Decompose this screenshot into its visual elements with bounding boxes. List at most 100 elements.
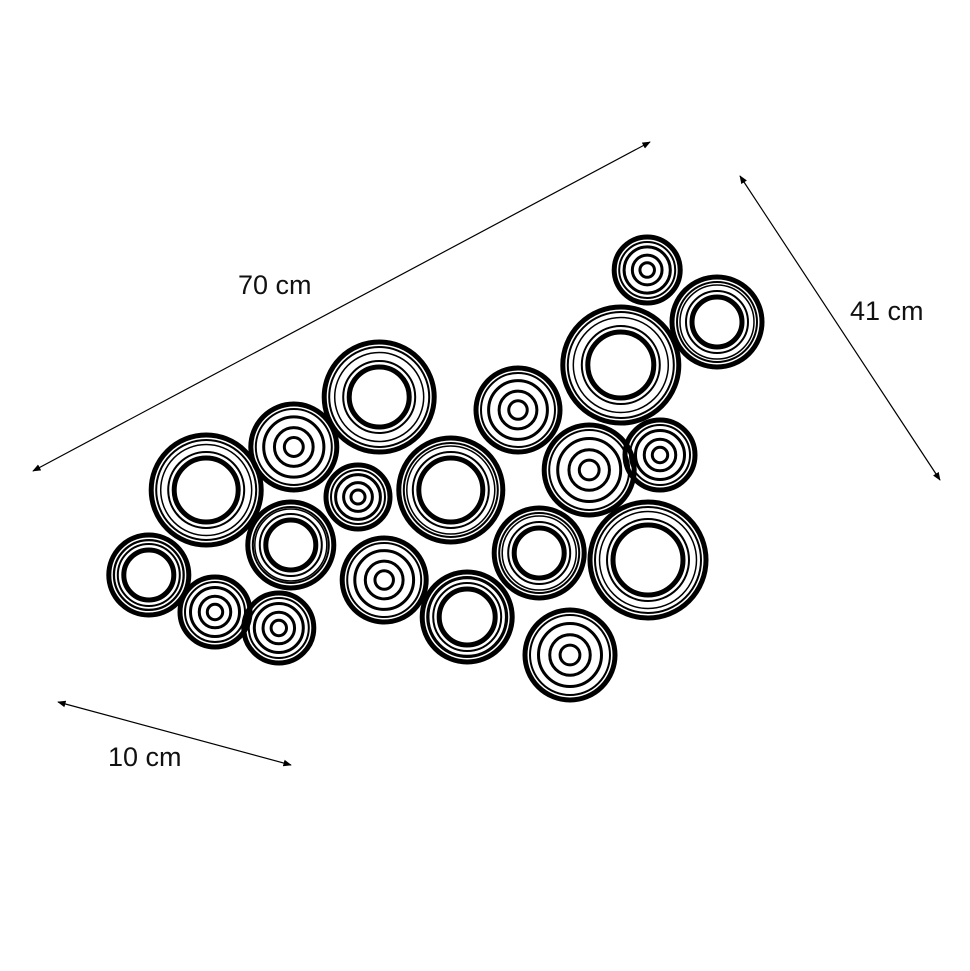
ring-stroke	[251, 506, 330, 584]
ring	[339, 535, 429, 625]
ring-stroke	[529, 614, 611, 696]
ring-stroke	[262, 415, 326, 479]
ring-stroke	[548, 633, 592, 677]
ring-stroke	[511, 525, 567, 581]
ring-stroke	[330, 469, 386, 525]
ring-stroke	[566, 311, 675, 419]
ring-stroke	[402, 442, 499, 538]
ring-stroke	[269, 618, 288, 638]
ring	[323, 462, 393, 532]
ring-stroke	[558, 643, 582, 667]
ring	[106, 532, 192, 618]
ring-stroke	[167, 451, 246, 529]
ring-stroke	[436, 586, 498, 648]
ring-stroke	[333, 351, 425, 443]
ring	[522, 607, 618, 703]
ring	[419, 569, 515, 665]
ring-stroke	[634, 429, 686, 481]
ring-stroke	[610, 522, 686, 598]
ring-stroke	[642, 437, 678, 473]
ring-stroke	[622, 417, 698, 493]
ring-stroke	[580, 325, 661, 405]
ring-stroke	[507, 521, 572, 585]
ring-stroke	[184, 581, 246, 643]
ring	[473, 365, 563, 455]
length-label: 70 cm	[238, 270, 312, 300]
ring-stroke	[342, 360, 417, 434]
ring-stroke	[432, 582, 503, 652]
ring-stroke	[594, 506, 702, 614]
height-label: 41 cm	[850, 296, 924, 326]
ring-stroke	[491, 505, 587, 601]
ring-stroke	[261, 610, 297, 646]
ring-stroke	[205, 602, 225, 622]
ring-stroke	[548, 429, 631, 511]
ring-stroke	[473, 365, 563, 455]
height-arrow	[739, 175, 941, 481]
ring	[587, 499, 709, 621]
ring-stroke	[171, 455, 241, 525]
ring-stroke	[689, 294, 745, 350]
ring-stroke	[254, 408, 333, 486]
ring-stroke	[328, 346, 431, 448]
ring-stroke	[507, 399, 529, 421]
ring-stroke	[618, 241, 677, 299]
ring-stroke	[349, 488, 367, 506]
ring-stroke	[630, 253, 664, 287]
ring-stroke	[416, 455, 486, 525]
ring-stroke	[587, 499, 709, 621]
ring-stroke	[189, 586, 241, 638]
ring-stroke	[498, 512, 581, 594]
depth-arrow	[57, 700, 292, 767]
ring-stroke	[638, 261, 656, 279]
length-arrow	[32, 141, 651, 472]
ring-stroke	[241, 590, 317, 666]
ring-stroke	[247, 597, 310, 659]
ring-stroke	[346, 542, 423, 618]
ring	[241, 590, 317, 666]
ring-stroke	[252, 602, 305, 654]
ring-stroke	[248, 401, 340, 493]
ring-stroke	[396, 435, 506, 545]
ring-stroke	[427, 577, 507, 657]
ring-stroke	[263, 517, 319, 573]
ring-stroke	[676, 281, 758, 363]
ring-stroke	[685, 290, 749, 354]
ring-stroke	[339, 535, 429, 625]
ring-stroke	[353, 549, 416, 611]
ring-stroke	[197, 594, 233, 630]
ring-stroke	[487, 379, 549, 441]
ring-stroke	[585, 329, 657, 401]
ring-stroke	[598, 510, 698, 610]
ring	[560, 304, 682, 426]
ring-stroke	[650, 445, 670, 465]
ring	[321, 339, 437, 455]
ring-stroke	[113, 539, 185, 611]
ring	[148, 432, 264, 548]
ring-stroke	[501, 515, 577, 591]
ring-stroke	[245, 499, 337, 591]
ring-stroke	[159, 443, 253, 537]
ring-stroke	[480, 372, 556, 448]
ring-stroke	[155, 439, 258, 541]
ring-stroke	[272, 426, 315, 468]
ring-stroke	[669, 274, 765, 370]
ring-stroke	[577, 458, 601, 482]
ring-stroke	[106, 532, 192, 618]
ring-stroke	[282, 436, 305, 458]
ring-stroke	[334, 473, 382, 521]
ring-stroke	[572, 316, 670, 414]
ring-stroke	[406, 445, 496, 535]
ring-stroke	[426, 576, 509, 658]
ring-stroke	[346, 364, 412, 430]
ring-stroke	[323, 462, 393, 532]
ring-stroke	[560, 304, 682, 426]
ring	[611, 234, 683, 306]
ring-stroke	[411, 451, 490, 529]
ring-stroke	[254, 508, 328, 582]
ring-stroke	[622, 245, 672, 295]
ring	[248, 401, 340, 493]
rings-group	[106, 234, 765, 703]
ring	[177, 574, 253, 650]
